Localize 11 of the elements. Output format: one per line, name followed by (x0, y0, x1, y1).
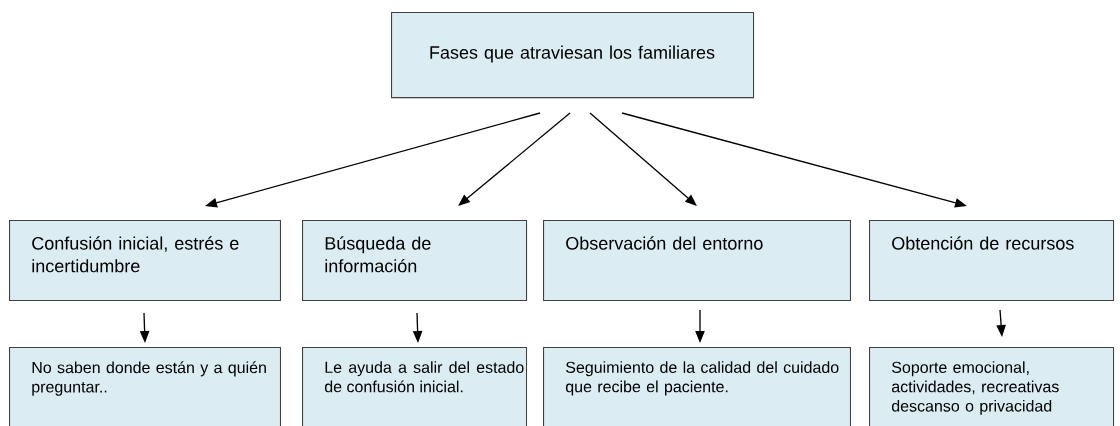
title-box: Fases que atraviesan los familiares (391, 12, 755, 99)
description-box: Soporte emocional, actividades, recreativas descanso o privacidad (869, 347, 1115, 426)
phase-box: Obtención de recursos (869, 220, 1115, 302)
phase-box: Observación del entorno (543, 220, 851, 302)
description-box: Seguimiento de la calidad del cuidado que recibe el paciente. (543, 347, 851, 426)
phase-box: Búsqueda de información (302, 220, 528, 302)
arrow (458, 112, 571, 206)
description-box: Le ayuda a salir del estado de confusión inicial. (302, 347, 528, 426)
arrow (589, 112, 697, 206)
description-box: No saben donde están y a quién preguntar.. (9, 347, 281, 426)
phase-box: Confusión inicial, estrés e incertidumbre (9, 220, 281, 302)
